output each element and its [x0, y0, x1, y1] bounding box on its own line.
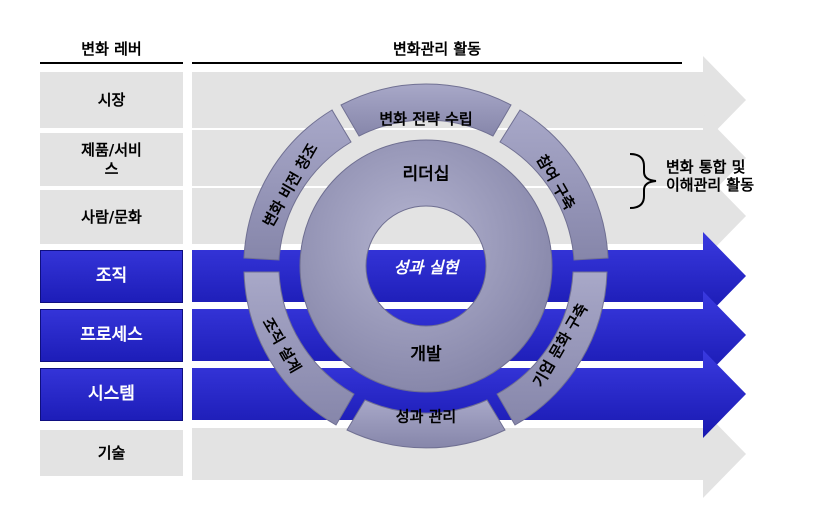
curly-brace-icon [629, 153, 657, 209]
levers-header: 변화 레버 [81, 40, 142, 58]
inner-ring [299, 139, 553, 393]
label-change-strategy: 변화 전략 수립 [379, 110, 473, 128]
lever-market: 시장 [40, 72, 183, 128]
segment-change-strategy [340, 83, 512, 137]
lever-organization: 조직 [40, 250, 183, 303]
segment-org-design [243, 271, 355, 426]
label-performance-mgmt: 성과 관리 [395, 407, 457, 426]
outer-ring [243, 83, 609, 449]
lever-people-culture: 사람/문화 [40, 190, 183, 244]
side-note-line2: 이해관리 활동 [666, 176, 755, 194]
levers-header-underline [40, 62, 183, 64]
label-leadership: 리더십 [402, 164, 450, 185]
side-note: 변화 통합 및 이해관리 활동 [666, 158, 754, 194]
segment-engagement [499, 109, 609, 261]
label-development: 개발 [410, 344, 442, 365]
lever-system: 시스템 [40, 368, 183, 421]
activities-header: 변화관리 활동 [392, 40, 482, 58]
segment-change-vision [243, 109, 352, 261]
segment-corporate-culture [496, 271, 608, 426]
lever-process: 프로세스 [40, 309, 183, 362]
side-note-line1: 변화 통합 및 [666, 158, 746, 176]
arrow-technology [192, 410, 746, 498]
lever-product-service: 제품/서비 스 [40, 133, 183, 186]
activities-header-underline [192, 62, 682, 64]
label-performance-realization: 성과 실현 [393, 258, 459, 277]
segment-performance-mgmt [346, 399, 506, 449]
lever-technology: 기술 [40, 430, 183, 476]
